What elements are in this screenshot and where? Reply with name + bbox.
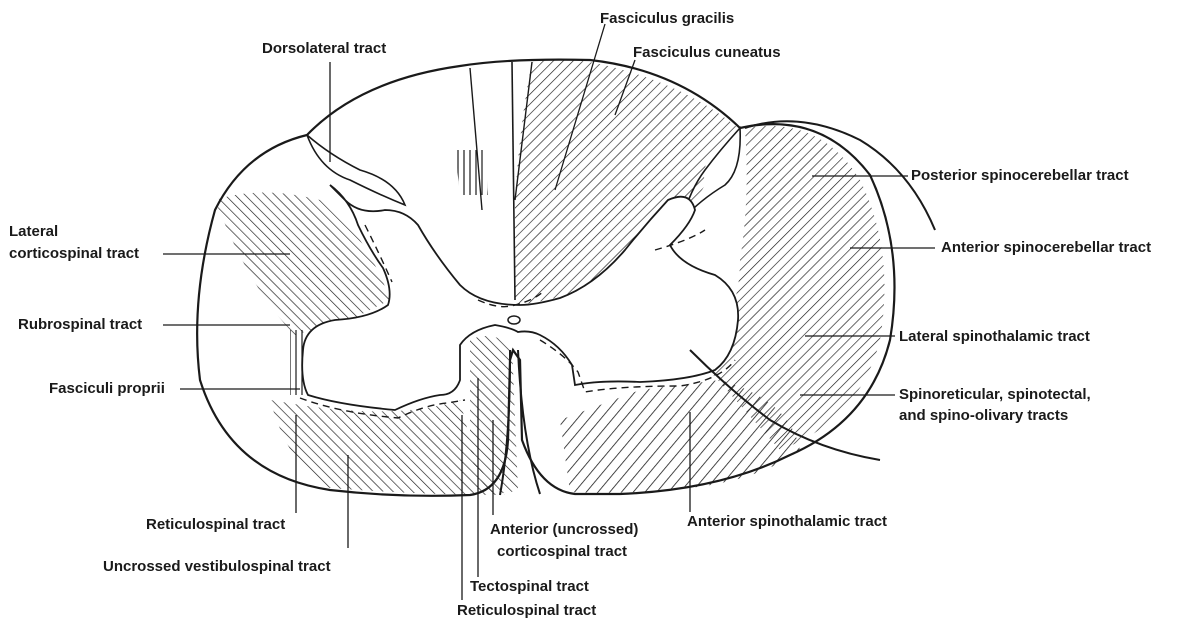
dorsolateral-hatch (455, 150, 488, 195)
label-fasciculi-proprii: Fasciculi proprii (49, 379, 165, 398)
label-fasciculus-gracilis: Fasciculus gracilis (600, 9, 734, 28)
label-lateral-corticospinal-line1: Lateral (9, 222, 58, 241)
label-lateral-corticospinal-line2: corticospinal tract (9, 244, 139, 263)
label-posterior-spinocerebellar: Posterior spinocerebellar tract (911, 166, 1129, 185)
anterior-left-region (270, 400, 505, 495)
label-dorsolateral-tract: Dorsolateral tract (262, 39, 386, 58)
label-spinoreticular-line2: and spino-olivary tracts (899, 406, 1068, 425)
label-anterior-spinocerebellar: Anterior spinocerebellar tract (941, 238, 1151, 257)
label-lateral-spinothalamic: Lateral spinothalamic tract (899, 327, 1090, 346)
label-fasciculus-cuneatus: Fasciculus cuneatus (633, 43, 781, 62)
label-uncrossed-vestibulospinal: Uncrossed vestibulospinal tract (103, 557, 331, 576)
label-reticulospinal-tract-bottom: Reticulospinal tract (457, 601, 596, 620)
label-spinoreticular-line1: Spinoreticular, spinotectal, (899, 385, 1091, 404)
label-anterior-uncrossed-line2: corticospinal tract (497, 542, 627, 561)
label-rubrospinal-tract: Rubrospinal tract (18, 315, 142, 334)
label-tectospinal-tract: Tectospinal tract (470, 577, 589, 596)
posterior-median-septum (512, 62, 515, 300)
label-reticulospinal-tract-left: Reticulospinal tract (146, 515, 285, 534)
label-anterior-uncrossed-line1: Anterior (uncrossed) (490, 520, 638, 539)
label-anterior-spinothalamic: Anterior spinothalamic tract (687, 512, 887, 531)
left-dorsolateral-zone (307, 135, 405, 205)
